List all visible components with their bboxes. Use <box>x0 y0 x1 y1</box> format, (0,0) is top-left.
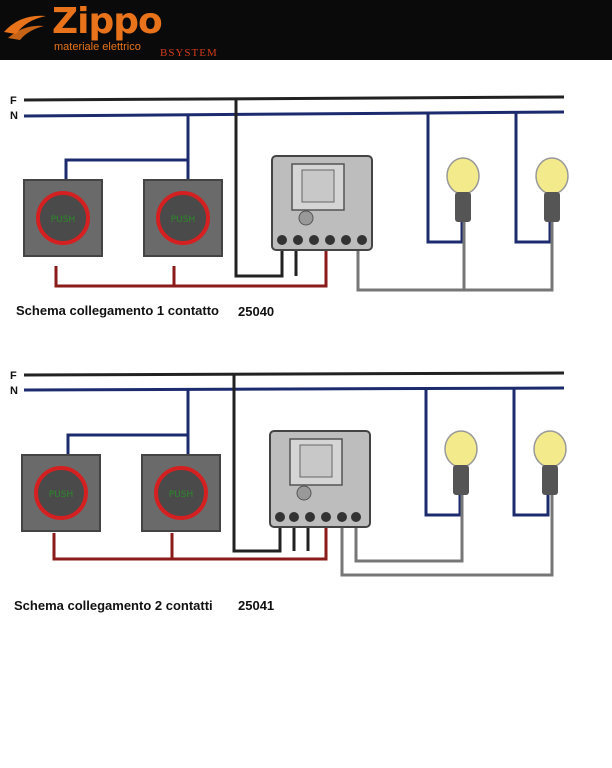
relay-module <box>269 430 371 528</box>
bulb-icon <box>446 157 480 222</box>
phase-label: F <box>10 370 17 382</box>
lamp-return <box>340 495 554 577</box>
neutral-to-buttons <box>66 390 190 457</box>
push-button-1: PUSH <box>21 454 101 532</box>
phase-line <box>23 371 565 377</box>
relay-terminals <box>277 235 367 245</box>
lamp-return <box>356 222 554 292</box>
brand-logo: Zippo <box>52 1 163 42</box>
brand-tagline: materiale elettrico <box>54 41 141 53</box>
push-label: PUSH <box>169 490 194 500</box>
lamp2-neutral <box>514 113 552 244</box>
push-label: PUSH <box>51 215 76 225</box>
product-code-1: 25040 <box>238 304 275 319</box>
push-wire <box>52 523 328 561</box>
lamp2-neutral <box>512 388 550 517</box>
neutral-label: N <box>10 385 18 397</box>
push-button-2: PUSH <box>141 454 221 532</box>
push-label: PUSH <box>171 215 196 225</box>
product-code-2: 25041 <box>238 598 275 613</box>
push-label: PUSH <box>49 490 74 500</box>
phase-to-relay <box>232 375 282 553</box>
diagram-caption-1: Schema collegamento 1 contatto <box>16 303 219 318</box>
bulb-icon <box>533 430 567 495</box>
wiring-diagram-1: F N PUSH PUSH <box>10 95 569 292</box>
logo-swoosh-icon <box>4 15 46 40</box>
bulb-icon <box>535 157 569 222</box>
neutral-line <box>23 110 565 118</box>
system-label: BSYSTEM <box>160 47 218 59</box>
phase-label: F <box>10 95 17 107</box>
phase-line <box>23 95 565 102</box>
relay-module <box>271 155 373 251</box>
push-button-2: PUSH <box>143 179 223 257</box>
wiring-diagram-2: F N PUSH PUSH <box>10 370 567 577</box>
lamp1-neutral <box>424 388 462 517</box>
push-wire <box>54 246 328 288</box>
bulb-icon <box>444 430 478 495</box>
neutral-line <box>23 386 565 392</box>
phase-to-relay <box>234 100 284 278</box>
lamp1-neutral <box>426 114 464 244</box>
diagram-caption-2: Schema collegamento 2 contatti <box>14 598 213 613</box>
header-bar: Zippo materiale elettrico BSYSTEM <box>0 0 612 60</box>
neutral-label: N <box>10 110 18 122</box>
push-button-1: PUSH <box>23 179 103 257</box>
relay-terminals <box>275 512 361 522</box>
neutral-to-buttons <box>64 116 190 184</box>
